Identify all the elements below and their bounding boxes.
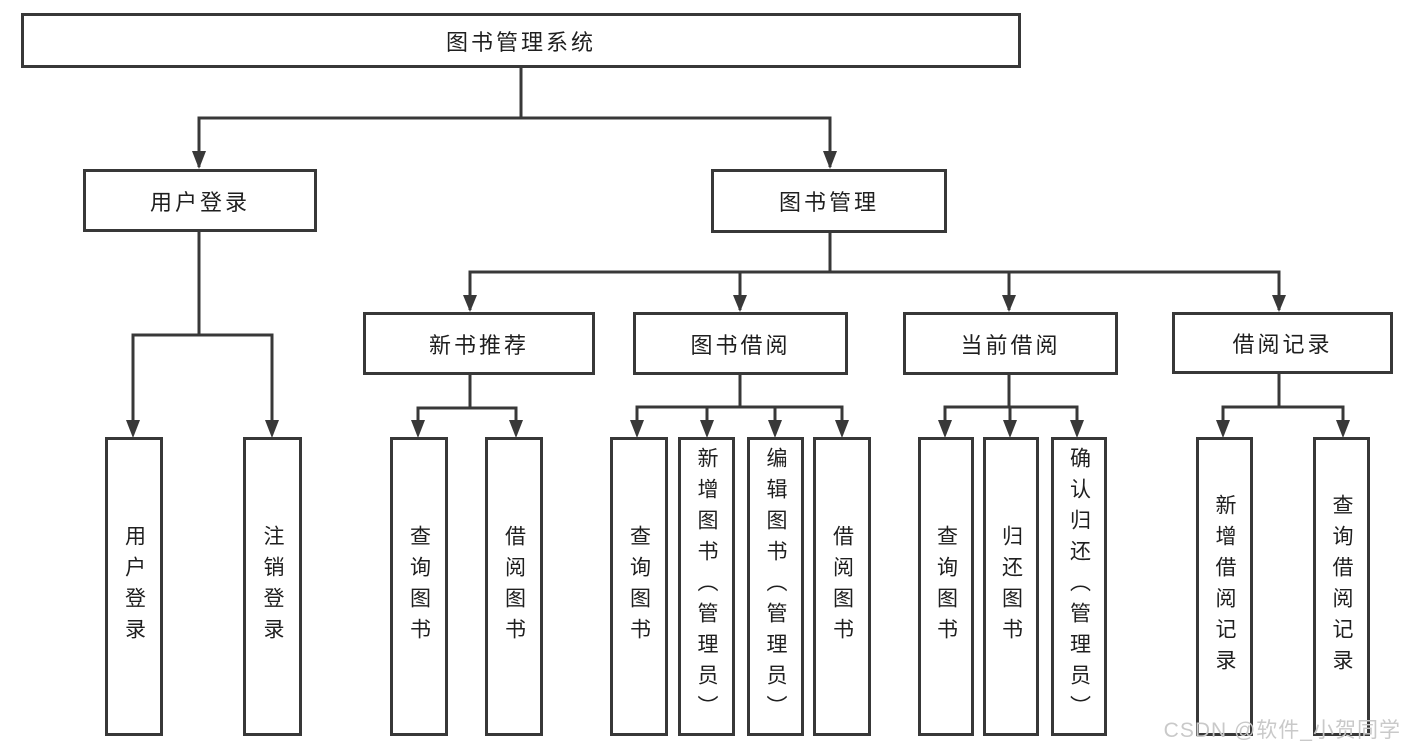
- leaf-recommend-borrow-book-label: 借阅图书: [502, 524, 526, 649]
- leaf-borrowing-query-book-label: 查询图书: [627, 524, 651, 649]
- leaf-current-query-book-label: 查询图书: [934, 524, 958, 649]
- node-current-borrowing: 当前借阅: [903, 312, 1118, 375]
- leaf-recommend-query-book-label: 查询图书: [407, 524, 431, 649]
- leaf-borrowing-borrow-book: 借阅图书: [813, 437, 871, 736]
- node-user-login: 用户登录: [83, 169, 317, 232]
- node-library-system: 图书管理系统: [21, 13, 1021, 68]
- leaf-user-login: 用户登录: [105, 437, 163, 736]
- leaf-user-login-label: 用户登录: [122, 524, 146, 649]
- leaf-borrowing-edit-book-admin: 编辑图书（管理员）: [747, 437, 804, 736]
- leaf-current-confirm-return-admin: 确认归还（管理员）: [1051, 437, 1107, 736]
- leaf-borrowing-edit-book-admin-label: 编辑图书（管理员）: [764, 447, 788, 726]
- leaf-current-return-book: 归还图书: [983, 437, 1039, 736]
- leaf-logout-label: 注销登录: [261, 524, 285, 649]
- leaf-logout: 注销登录: [243, 437, 302, 736]
- node-book-borrowing: 图书借阅: [633, 312, 848, 375]
- leaf-current-return-book-label: 归还图书: [999, 524, 1023, 649]
- leaf-borrowing-add-book-admin: 新增图书（管理员）: [678, 437, 735, 736]
- leaf-records-add-record: 新增借阅记录: [1196, 437, 1253, 736]
- leaf-current-confirm-return-admin-label: 确认归还（管理员）: [1067, 447, 1091, 726]
- node-new-book-recommend: 新书推荐: [363, 312, 595, 375]
- node-book-management: 图书管理: [711, 169, 947, 233]
- leaf-records-add-record-label: 新增借阅记录: [1213, 493, 1237, 680]
- csdn-watermark: CSDN @软件_小贺同学: [1163, 719, 1401, 742]
- leaf-borrowing-query-book: 查询图书: [610, 437, 668, 736]
- leaf-records-query-record-label: 查询借阅记录: [1330, 493, 1354, 680]
- leaf-borrowing-borrow-book-label: 借阅图书: [830, 524, 854, 649]
- leaf-records-query-record: 查询借阅记录: [1313, 437, 1370, 736]
- node-borrow-records: 借阅记录: [1172, 312, 1393, 374]
- leaf-recommend-query-book: 查询图书: [390, 437, 448, 736]
- leaf-current-query-book: 查询图书: [918, 437, 974, 736]
- leaf-borrowing-add-book-admin-label: 新增图书（管理员）: [695, 447, 719, 726]
- leaf-recommend-borrow-book: 借阅图书: [485, 437, 543, 736]
